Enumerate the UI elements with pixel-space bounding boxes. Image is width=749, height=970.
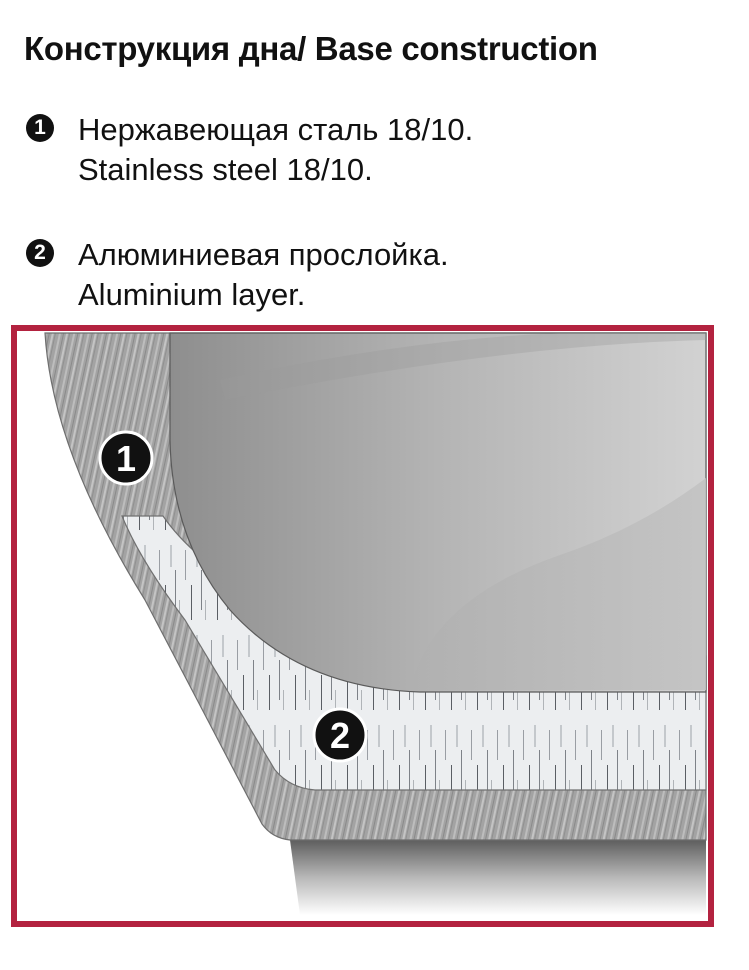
pan-interior-highlight bbox=[410, 478, 706, 690]
badge-2-icon: 2 bbox=[312, 707, 368, 763]
number-1-badge-icon: 1 bbox=[26, 114, 54, 142]
page-title: Конструкция дна/ Base construction bbox=[24, 30, 598, 67]
number-2-badge-icon: 2 bbox=[26, 239, 54, 267]
legend-label-en: Stainless steel 18/10. bbox=[78, 152, 373, 187]
svg-text:1: 1 bbox=[116, 438, 136, 479]
legend-item-aluminium: 2 Алюминиевая прослойка. Aluminium layer… bbox=[26, 235, 449, 315]
legend-label-ru: Нержавеющая сталь 18/10. bbox=[78, 112, 474, 147]
legend-item-stainless-steel: 1 Нержавеющая сталь 18/10. Stainless ste… bbox=[26, 110, 473, 190]
badge-1-icon: 1 bbox=[98, 430, 154, 486]
svg-text:2: 2 bbox=[330, 715, 350, 756]
legend-label-ru: Алюминиевая прослойка. bbox=[78, 237, 449, 272]
legend-label-en: Aluminium layer. bbox=[78, 277, 306, 312]
pan-shadow bbox=[290, 840, 706, 915]
diagram-frame bbox=[11, 325, 714, 927]
